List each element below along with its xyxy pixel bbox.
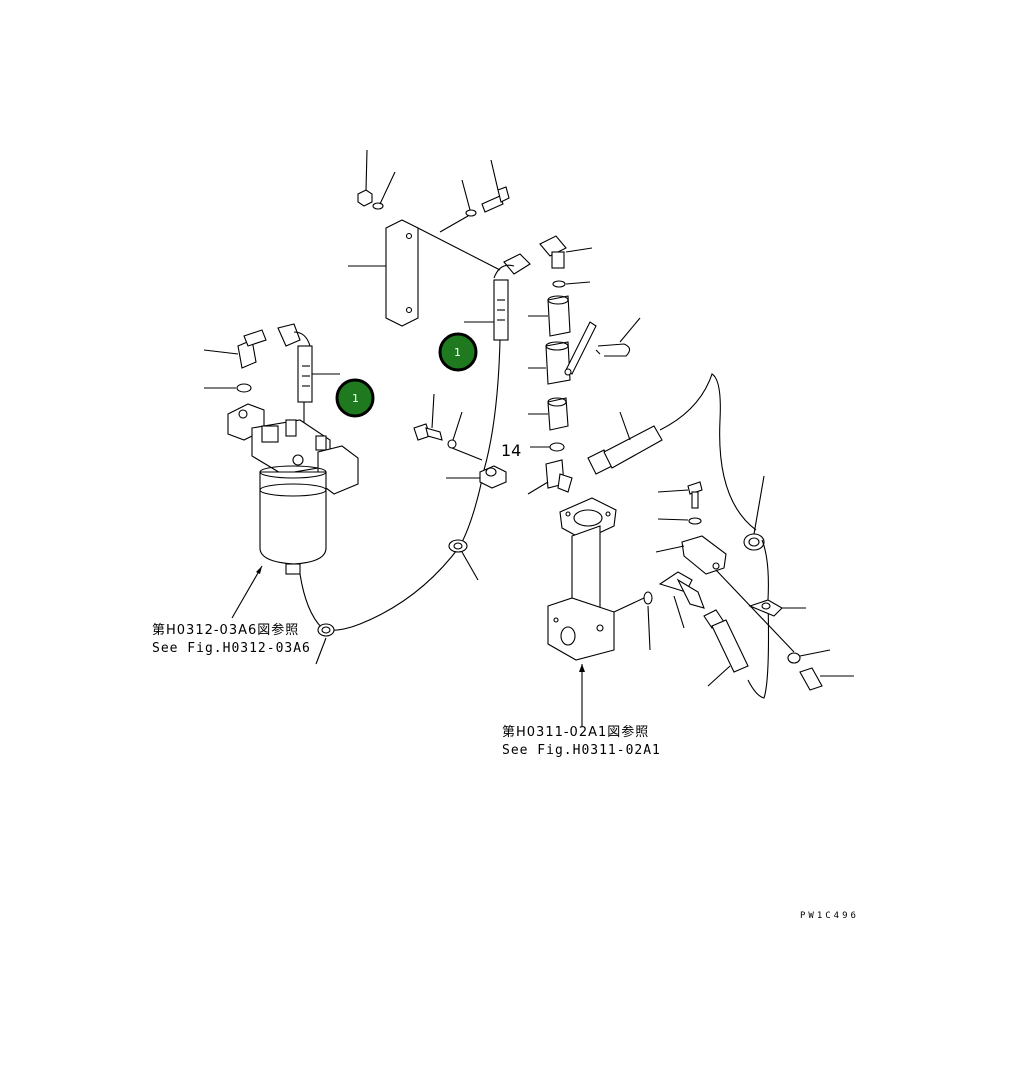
connector [528, 295, 571, 337]
clip-lower [315, 623, 335, 665]
hose-right [587, 373, 757, 531]
adapter [528, 397, 569, 431]
drawing-code: PW1C496 [800, 911, 859, 921]
hex-nut [357, 149, 373, 207]
u-pipe [595, 317, 641, 357]
washer [439, 179, 477, 233]
hose-clamp [446, 465, 507, 489]
o-ring [552, 280, 591, 288]
reference-en: See Fig.H0312-03A6 [152, 641, 311, 656]
bolt [413, 393, 443, 441]
drain-line [299, 573, 323, 629]
elbow-fitting [658, 571, 705, 629]
hose-clamp [748, 599, 806, 617]
o-ring [613, 591, 653, 651]
bolt [657, 481, 703, 509]
clip-mid [448, 539, 479, 581]
reference-en: See Fig.H0311-02A1 [502, 743, 661, 758]
badge-label: 1 [352, 392, 359, 405]
valve-body [528, 321, 597, 385]
washer [372, 171, 396, 210]
bolt [481, 159, 510, 213]
filter-assembly [203, 323, 359, 619]
connecting-line [715, 569, 795, 653]
hose-short [703, 609, 749, 687]
mounting-bracket [348, 219, 501, 327]
o-ring [530, 442, 565, 452]
badge-label: 1 [454, 346, 461, 359]
elbow-fitting [527, 459, 573, 495]
badge: 1 [438, 332, 478, 372]
callout-number: 14 [501, 441, 521, 460]
clip-right [743, 475, 770, 699]
washer [447, 411, 483, 461]
bolt [799, 667, 854, 691]
reference-jp: 第H0311-02A1図参照 [502, 724, 649, 740]
washer [657, 517, 702, 525]
hose-center [323, 253, 531, 631]
pipe-block [547, 497, 617, 726]
elbow-fitting [539, 235, 593, 269]
badge: 1 [335, 378, 375, 418]
reference-jp: 第H0312-03A6図参照 [152, 622, 299, 638]
bracket-plate [655, 535, 727, 575]
washer [787, 649, 831, 664]
